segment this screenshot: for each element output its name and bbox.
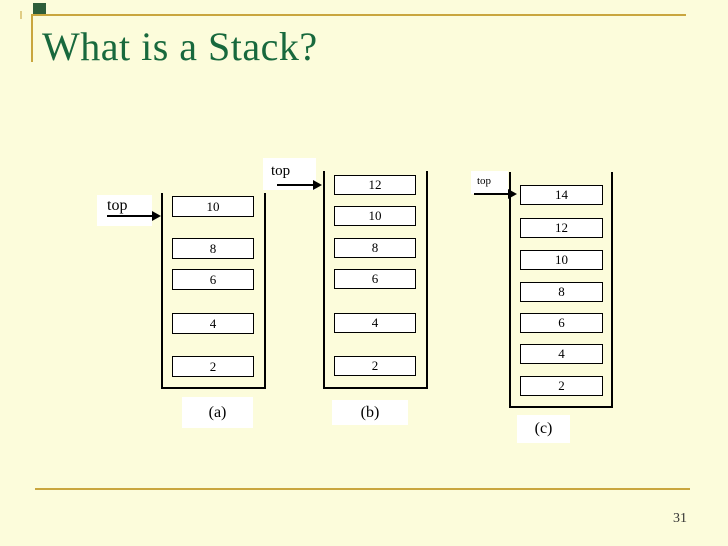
stack-c-item: 4: [520, 344, 603, 364]
stack-a-top-arrow-line: [107, 215, 152, 217]
template-bullet-square: [33, 3, 46, 16]
left-rule-line: [31, 14, 33, 62]
stack-c-caption: (c): [517, 415, 570, 443]
stack-a-container: [161, 193, 266, 389]
stack-c-item: 12: [520, 218, 603, 238]
stack-c-container: [509, 172, 613, 408]
stack-a-item: 8: [172, 238, 254, 259]
stack-b-item: 10: [334, 206, 416, 226]
stack-a-top-label: top: [97, 195, 152, 226]
stack-c-item: 8: [520, 282, 603, 302]
stack-b-top-arrow-head-icon: [313, 180, 322, 190]
stack-c-item: 10: [520, 250, 603, 270]
stack-a-item: 6: [172, 269, 254, 290]
stack-b-item: 12: [334, 175, 416, 195]
corner-tick-line: [20, 11, 22, 19]
stack-a-item: 2: [172, 356, 254, 377]
stack-a-caption: (a): [182, 397, 253, 428]
stack-b-top-arrow-line: [277, 184, 313, 186]
stack-a-item: 4: [172, 313, 254, 334]
bottom-rule-line: [35, 488, 690, 490]
stack-c-item: 6: [520, 313, 603, 333]
stack-b-container: [323, 171, 428, 389]
stack-b-item: 2: [334, 356, 416, 376]
stack-a-top-arrow-head-icon: [152, 211, 161, 221]
stack-b-item: 4: [334, 313, 416, 333]
stack-c-item: 2: [520, 376, 603, 396]
top-rule-line: [31, 14, 686, 16]
stack-c-top-arrow-line: [474, 193, 508, 195]
stack-c-top-arrow-head-icon: [508, 189, 517, 199]
stack-a-item: 10: [172, 196, 254, 217]
stack-c-item: 14: [520, 185, 603, 205]
page-number: 31: [673, 511, 687, 526]
slide-title: What is a Stack?: [42, 24, 318, 69]
stack-b-item: 8: [334, 238, 416, 258]
stack-c-top-label: top: [471, 171, 508, 194]
stack-b-item: 6: [334, 269, 416, 289]
stack-b-caption: (b): [332, 400, 408, 425]
